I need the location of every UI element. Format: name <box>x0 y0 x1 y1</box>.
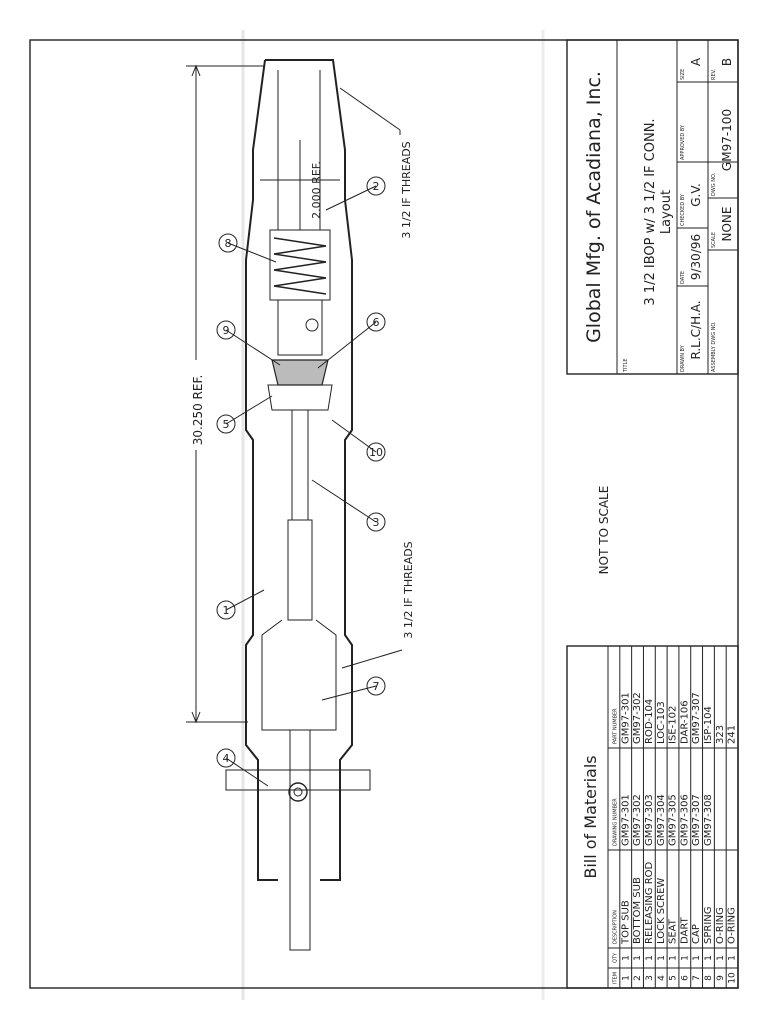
bom-header-cell: DESCRIPTION <box>613 910 619 944</box>
bom-cell: ISP-104 <box>703 706 714 744</box>
bom-cell: ISE-102 <box>668 706 679 744</box>
balloon-6: 6 <box>373 316 380 329</box>
bom-title: Bill of Materials <box>581 755 600 878</box>
revision-value: B <box>720 58 734 66</box>
bom-header-cell: QTY <box>613 952 619 963</box>
balloon-4: 4 <box>223 752 230 765</box>
balloon-5: 5 <box>223 418 230 431</box>
bom-cell: CAP <box>691 924 702 944</box>
bom-cell: SPRING <box>703 906 714 944</box>
bom-cell: 323 <box>715 725 726 744</box>
overall-dimension: 30.250 REF. <box>186 64 264 724</box>
bom-cell: TOP SUB <box>620 900 631 945</box>
bom-cell: DAR-106 <box>679 700 690 744</box>
svg-text:3 1/2 IF THREADS: 3 1/2 IF THREADS <box>402 541 415 638</box>
svg-text:SCALE: SCALE <box>711 232 717 248</box>
bom-cell: 1 <box>657 955 667 961</box>
bom-cell: 9 <box>716 975 726 981</box>
balloon-10: 10 <box>369 446 383 459</box>
bom-header-cell: PART NUMBER <box>613 708 619 744</box>
svg-text:SIZE: SIZE <box>680 69 686 80</box>
svg-text:APPROVED BY: APPROVED BY <box>680 124 686 160</box>
bom-cell: GM97-307 <box>691 692 702 744</box>
drawing-border <box>29 39 739 989</box>
inner-dimension-label: 2.000 REF. <box>310 161 323 219</box>
bom-cell: ROD-104 <box>644 699 655 744</box>
bom-cell: 1 <box>704 955 714 961</box>
bom-cell: 1 <box>716 955 726 961</box>
bom-cell: 8 <box>704 975 714 981</box>
bom-cell: GM97-301 <box>620 794 631 846</box>
bom-cell: GM97-306 <box>679 794 690 846</box>
balloon-2: 2 <box>373 180 380 193</box>
bom-cell: 1 <box>621 975 631 981</box>
balloon-3: 3 <box>373 516 380 529</box>
overall-dimension-label: 30.250 REF. <box>191 375 205 446</box>
bom-cell: 1 <box>645 955 655 961</box>
bom-cell: GM97-302 <box>632 794 643 846</box>
bom-cell: GM97-305 <box>668 794 679 846</box>
inner-dimension: 2.000 REF. <box>260 140 340 230</box>
balloon-1: 1 <box>223 604 230 617</box>
bom-cell: 2 <box>633 975 643 981</box>
svg-text:DATE: DATE <box>680 271 686 284</box>
drawn-by-value: R.L.C/H.A. <box>689 300 703 359</box>
bom-cell: 3 <box>645 975 655 981</box>
svg-text:TITLE: TITLE <box>623 358 629 373</box>
bom-cell: GM97-302 <box>632 692 643 744</box>
svg-text:CHECKED BY: CHECKED BY <box>680 193 686 226</box>
bom-header-cell: DRAWING NUMBER <box>613 798 619 846</box>
bom-cell: BOTTOM SUB <box>632 877 643 944</box>
bom-cell: LOC-103 <box>656 701 667 744</box>
svg-text:DWG NO.: DWG NO. <box>711 172 717 196</box>
thread-callout-bottom: 3 1/2 IF THREADS <box>341 541 415 669</box>
bom-cell: 1 <box>633 955 643 961</box>
balloon-7: 7 <box>373 680 380 693</box>
svg-text:REV.: REV. <box>711 69 717 80</box>
bom-cell: GM97-308 <box>703 794 714 846</box>
svg-text:3 1/2 IF THREADS: 3 1/2 IF THREADS <box>400 141 413 238</box>
scale-value: NONE <box>720 207 734 242</box>
bom-cell: 1 <box>692 955 702 961</box>
svg-text:DRAWN BY: DRAWN BY <box>680 344 686 372</box>
balloon-8: 8 <box>225 237 232 250</box>
ibop-assembly-drawing <box>225 59 371 951</box>
svg-text:ASSEMBLY DWG NO.: ASSEMBLY DWG NO. <box>711 321 717 372</box>
bom-cell: 5 <box>669 975 679 981</box>
title-block: Global Mfg. of Acadiana, Inc. TITLE 3 1/… <box>566 39 739 375</box>
bom-cell: GM97-307 <box>691 794 702 846</box>
bom-cell: LOCK SCREW <box>656 878 667 944</box>
drawing-subtitle: Layout <box>659 190 674 234</box>
bom-cell: DART <box>679 916 690 944</box>
bom-cell: GM97-304 <box>656 794 667 846</box>
thread-callout-top: 3 1/2 IF THREADS <box>339 87 413 239</box>
drawing-number-value: GM97-100 <box>720 109 734 171</box>
bom-cell: 241 <box>727 725 738 744</box>
checked-by-value: G.V. <box>689 183 703 207</box>
date-value: 9/30/96 <box>689 234 703 280</box>
size-value: A <box>689 57 703 66</box>
bom-cell: 10 <box>728 972 738 984</box>
bom-cell: 6 <box>680 975 690 981</box>
bom-cell: 4 <box>657 975 667 981</box>
drawing-title: 3 1/2 IBOP w/ 3 1/2 IF CONN. <box>643 118 658 305</box>
bom-cell: GM97-301 <box>620 692 631 744</box>
bom-cell: O-RING <box>727 907 738 944</box>
bom-cell: 1 <box>680 955 690 961</box>
bom-cell: SEAT <box>668 918 679 944</box>
not-to-scale-note: NOT TO SCALE <box>597 486 611 575</box>
bom-cell: 7 <box>692 975 702 981</box>
bom-cell: GM97-303 <box>644 794 655 846</box>
company-name: Global Mfg. of Acadiana, Inc. <box>583 71 605 343</box>
bom-header-cell: ITEM <box>613 972 619 984</box>
balloon-9: 9 <box>223 324 230 337</box>
bom-cell: O-RING <box>715 907 726 944</box>
balloon-callouts: 2 8 9 6 5 10 3 1 7 4 <box>216 176 386 787</box>
bill-of-materials: Bill of Materials ITEM QTY DESCRIPTION DRAW… <box>566 645 739 989</box>
bom-cell: RELEASING ROD <box>644 861 655 944</box>
bom-cell: 1 <box>728 955 738 961</box>
bom-cell: 1 <box>621 955 631 961</box>
bom-cell: 1 <box>669 955 679 961</box>
